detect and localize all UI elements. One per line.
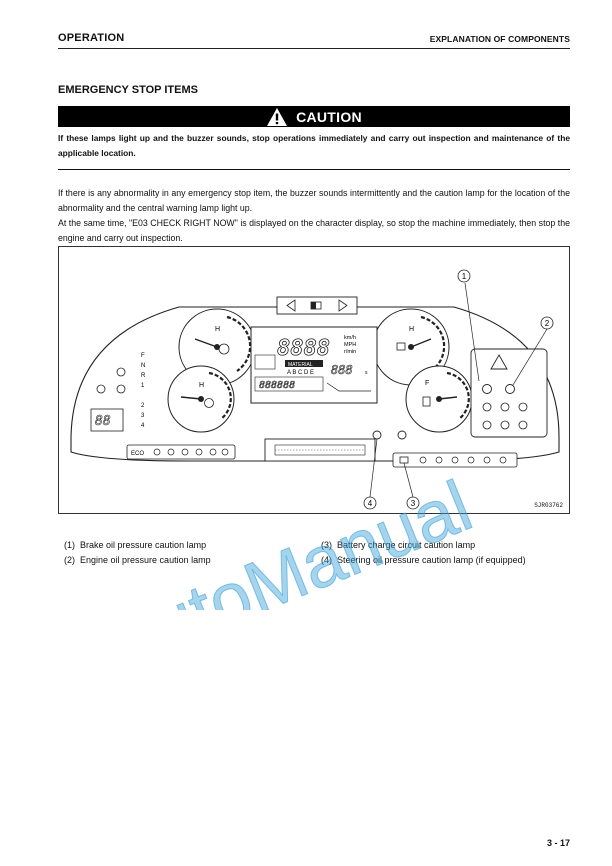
lamp-icon (435, 456, 443, 464)
callout-number: 3 (411, 499, 416, 508)
small-unit: s (365, 370, 368, 376)
lamp-icon (482, 402, 492, 412)
central-lcd-display: 8888 km/h MPH r/min MATERIAL A B C D E 8… (250, 326, 378, 404)
header-chapter: EXPLANATION OF COMPONENTS (429, 34, 570, 44)
lamp-icon (518, 402, 528, 412)
legend-item: (4) Steering oil pressure caution lamp (… (321, 555, 526, 565)
page-number: 3 - 17 (546, 838, 570, 848)
lamp-icon (482, 420, 492, 430)
fuel-gauge: F (405, 365, 473, 433)
caution-text: If these lamps light up and the buzzer s… (58, 133, 570, 158)
gauge-h-label: H (199, 382, 204, 389)
gear-letter: F (141, 353, 145, 359)
material-letters: A B C D E (287, 370, 314, 376)
callout-number: 4 (368, 499, 373, 508)
lamp-icon (221, 448, 229, 456)
warning-triangle-icon (267, 107, 288, 126)
gauge-h-label: H (215, 326, 220, 333)
caution-label: CAUTION (296, 108, 362, 125)
lamp-icon (209, 448, 217, 456)
caution-banner: CAUTION (58, 106, 570, 127)
lamp-icon (195, 448, 203, 456)
lamp-icon (500, 420, 510, 430)
character-display (264, 438, 376, 462)
unit-kmh: km/h (344, 335, 356, 341)
legend-item: (3) Battery charge circuit caution lamp (321, 540, 476, 550)
lamp-icon (500, 402, 510, 412)
torque-converter-temp-gauge: H (167, 365, 235, 433)
turn-signal-indicator (276, 296, 358, 315)
gear-letter: 3 (141, 413, 145, 419)
brake-oil-pressure-icon (482, 384, 492, 394)
callout-number: 1 (462, 272, 467, 281)
gear-letter: N (141, 363, 145, 369)
panel-outline (70, 306, 560, 462)
callout-2: 2 (512, 316, 554, 386)
gauge-f-label: F (425, 380, 429, 387)
unit-mph: MPH (344, 342, 356, 348)
steering-oil-pressure-icon (372, 430, 382, 440)
central-warning-icon (490, 354, 508, 370)
body-paragraph: At the same time, "E03 CHECK RIGHT NOW" … (58, 218, 570, 243)
gear-letter: 2 (141, 403, 145, 409)
instrument-panel-figure: H H H F (58, 246, 570, 514)
bottom-left-indicator-strip: ECO (126, 444, 236, 460)
callout-1: 1 (457, 269, 480, 382)
gear-letter: 4 (141, 423, 145, 429)
header-section: OPERATION (58, 32, 125, 44)
lamp-icon (116, 367, 126, 377)
body-paragraph: If there is any abnormality in any emerg… (58, 188, 570, 213)
lamp-icon (116, 384, 126, 394)
odometer-digits: 888888 (259, 380, 295, 391)
lamp-icon (518, 420, 528, 430)
unit-rmin: r/min (344, 349, 356, 355)
legend-item: (1) Brake oil pressure caution lamp (64, 540, 207, 550)
eco-label: ECO (131, 451, 144, 457)
body-text: If there is any abnormality in any emerg… (58, 186, 570, 246)
small-digits: 888 (331, 363, 353, 377)
lamp-icon (499, 456, 507, 464)
page-header: OPERATION EXPLANATION OF COMPONENTS (58, 30, 570, 49)
lamp-icon (483, 456, 491, 464)
gauge-h-label: H (409, 326, 414, 333)
gear-letter: 1 (141, 383, 145, 389)
caution-divider (58, 169, 570, 170)
speed-digits: 8888 (277, 336, 330, 361)
gear-indicator-panel: F N R 1 2 3 4 88 (90, 353, 146, 432)
section-title: EMERGENCY STOP ITEMS (58, 84, 198, 96)
legend-item: (2) Engine oil pressure caution lamp (64, 555, 211, 565)
lamp-icon (153, 448, 161, 456)
callout-3: 3 (403, 462, 420, 510)
gear-digits: 88 (95, 414, 111, 429)
lamp-icon (467, 456, 475, 464)
instrument-panel-drawing: H H H F (70, 269, 560, 510)
bottom-right-indicator-strip (372, 430, 518, 468)
caution-lamp-panel (470, 348, 548, 438)
figure-id: SJR03762 (534, 502, 563, 509)
legend-left: (1) Brake oil pressure caution lamp (2) … (64, 538, 211, 568)
legend-right: (3) Battery charge circuit caution lamp … (321, 538, 526, 568)
lamp-icon (96, 384, 106, 394)
lamp-icon (397, 430, 407, 440)
engine-oil-pressure-icon (505, 384, 515, 394)
material-box: MATERIAL (288, 362, 313, 368)
callout-4: 4 (363, 438, 378, 510)
lamp-icon (167, 448, 175, 456)
callout-number: 2 (545, 319, 550, 328)
gear-letter: R (141, 373, 146, 379)
lamp-icon (451, 456, 459, 464)
lamp-icon (181, 448, 189, 456)
lamp-icon (419, 456, 427, 464)
